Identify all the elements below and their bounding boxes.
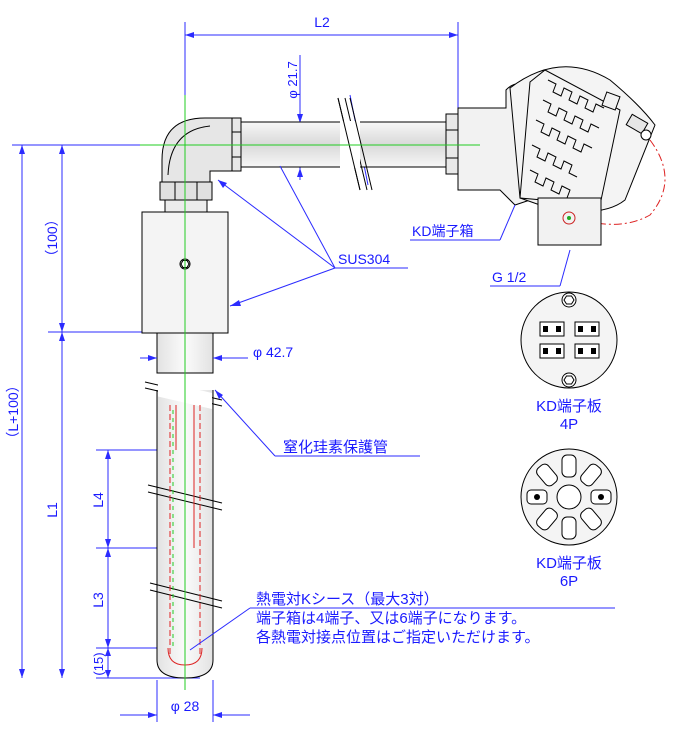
dimension-100: （100） (44, 145, 142, 333)
board-4p-pins: 4P (560, 416, 578, 433)
dimension-100-label: （100） (44, 212, 60, 263)
protection-tube (144, 332, 223, 679)
kd-box-label: KD端子箱 (412, 223, 473, 239)
dimension-phi-28-label: φ 28 (171, 698, 200, 714)
protection-tube-label: 窒化珪素保護管 (283, 438, 388, 456)
dimension-l2-label: L2 (314, 14, 330, 30)
dimension-l3-label: L3 (90, 592, 106, 608)
terminal-board-4p: KD端子板 4P (520, 291, 618, 433)
dimension-phi-21-7-label: φ 21.7 (285, 61, 300, 98)
note-line-2: 端子箱は4端子、又は6端子になります。 (256, 610, 526, 627)
dimension-l1: L1 (44, 332, 65, 678)
note-line-1: 熱電対Kシース（最大3対） (256, 591, 439, 608)
g-half-label: G 1/2 (492, 269, 526, 285)
notes-block: 熱電対Kシース（最大3対） 端子箱は4端子、又は6端子になります。 各熱電対接点… (189, 591, 615, 651)
dimension-phi-28: φ 28 (120, 680, 250, 722)
elbow-fitting (159, 117, 233, 213)
dimension-l4-label: L4 (90, 492, 106, 508)
dimension-15-label: (15) (91, 652, 106, 675)
dimension-l-plus-100: （L+100） (5, 144, 170, 678)
board-6p-title: KD端子板 (536, 554, 602, 572)
board-6p-pins: 6P (560, 573, 578, 590)
board-4p-title: KD端子板 (536, 397, 602, 415)
dimension-l1-label: L1 (44, 502, 60, 518)
terminal-box (457, 66, 666, 246)
dimension-l-plus-100-label: （L+100） (5, 378, 21, 445)
dimension-phi-42-7: φ 42.7 (140, 344, 293, 361)
dimension-phi-42-7-label: φ 42.7 (253, 344, 293, 360)
leader-g-half: G 1/2 (490, 249, 571, 287)
leader-sus304: SUS304 (217, 165, 408, 307)
note-line-3: 各熱電対接点位置はご指定いただけます。 (256, 629, 540, 646)
leader-kd-box: KD端子箱 (410, 204, 516, 241)
terminal-board-6p: KD端子板 6P (520, 448, 618, 590)
centerlines (140, 95, 480, 690)
sus304-label: SUS304 (338, 251, 390, 267)
leader-protection-tube: 窒化珪素保護管 (214, 389, 420, 457)
horizontal-pipe (226, 94, 461, 191)
